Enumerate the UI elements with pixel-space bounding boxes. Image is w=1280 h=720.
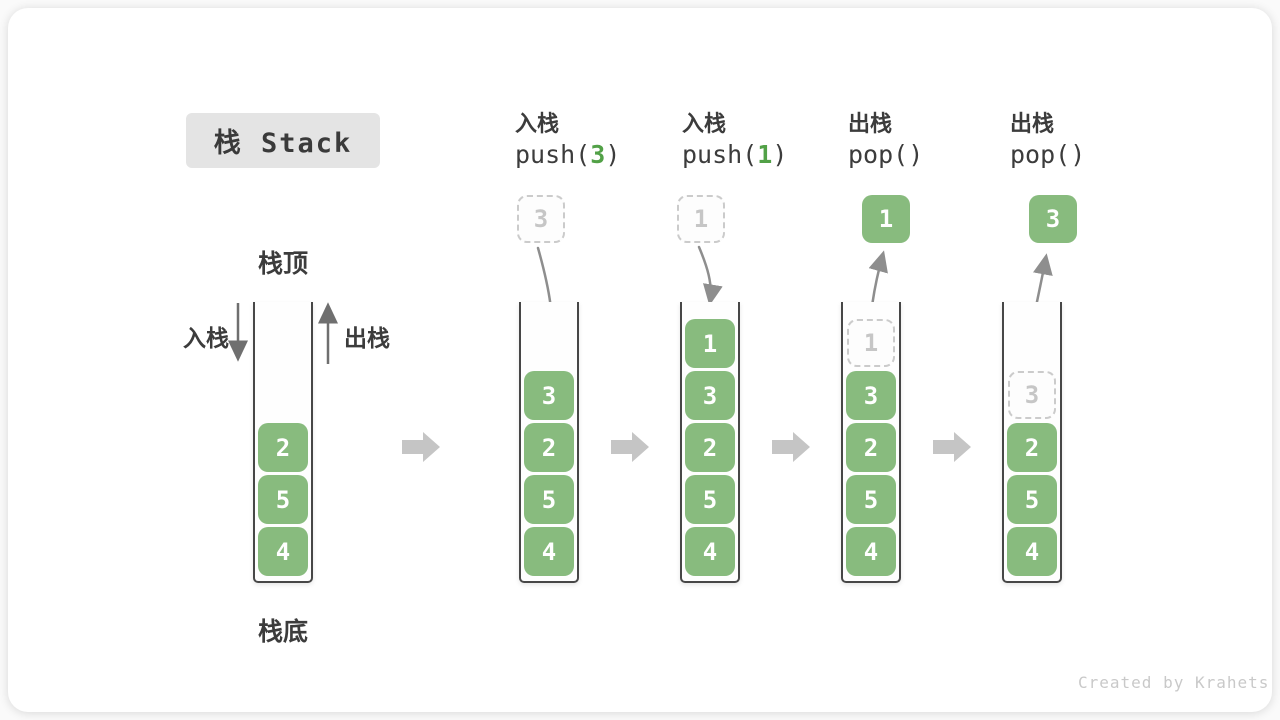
op-code-part: push( [682, 140, 758, 169]
stack-cell-push-3-3: 3 [524, 371, 574, 420]
op-code-part: ) [772, 140, 788, 169]
op-code-part: ) [1070, 140, 1086, 169]
stack-cell-push-1-4: 4 [685, 527, 735, 576]
stack-cell-pop-3-4: 4 [1007, 527, 1057, 576]
op-code-pop-1: pop() [848, 140, 923, 169]
stack-cell-pop-1-1: 1 [847, 319, 895, 367]
stack-cell-pop-1-2: 2 [846, 423, 896, 472]
push-motion-arrow [697, 245, 723, 306]
floating-value-pop-1: 1 [862, 195, 910, 243]
next-step-arrow [611, 432, 649, 462]
stack-cell-push-1-2: 2 [685, 423, 735, 472]
watermark: Created by Krahets [1078, 673, 1270, 692]
stack-cell-initial-stack-4: 4 [258, 527, 308, 576]
stack-cell-push-1-1: 1 [685, 319, 735, 368]
floating-value-push-3: 3 [517, 195, 565, 243]
op-code-part: ) [605, 140, 621, 169]
stack-cell-push-3-4: 4 [524, 527, 574, 576]
stack-cell-push-3-5: 5 [524, 475, 574, 524]
stack-cell-push-1-3: 3 [685, 371, 735, 420]
op-code-part: push( [515, 140, 591, 169]
op-code-push-3: push(3) [515, 140, 620, 169]
stack-cell-initial-stack-5: 5 [258, 475, 308, 524]
op-label-pop-1: 出栈 [848, 112, 893, 137]
floating-value-pop-3: 3 [1029, 195, 1077, 243]
op-code-part: ) [908, 140, 924, 169]
stack-cell-push-1-5: 5 [685, 475, 735, 524]
op-code-part: pop( [848, 140, 909, 169]
op-label-pop-3: 出栈 [1010, 112, 1055, 137]
stack-cell-push-3-2: 2 [524, 423, 574, 472]
stack-cell-pop-3-2: 2 [1007, 423, 1057, 472]
op-code-pop-3: pop() [1010, 140, 1085, 169]
next-step-arrow [933, 432, 971, 462]
floating-value-push-1: 1 [677, 195, 725, 243]
next-step-arrow [772, 432, 810, 462]
op-code-push-1: push(1) [682, 140, 787, 169]
stack-bottom-label: 栈底 [258, 617, 309, 646]
stack-top-label: 栈顶 [258, 249, 309, 278]
op-label-push-3: 入栈 [515, 112, 560, 137]
page-title: 栈 Stack [186, 113, 380, 168]
stack-cell-pop-1-4: 4 [846, 527, 896, 576]
stack-cell-pop-3-3: 3 [1008, 371, 1056, 419]
push-side-label: 入栈 [183, 326, 229, 352]
op-label-push-1: 入栈 [682, 112, 727, 137]
next-step-arrow [402, 432, 440, 462]
stack-cell-pop-1-5: 5 [846, 475, 896, 524]
op-code-part: 1 [757, 140, 773, 169]
stack-cell-pop-1-3: 3 [846, 371, 896, 420]
pop-side-label: 出栈 [344, 326, 390, 352]
op-code-part: pop( [1010, 140, 1071, 169]
stack-cell-pop-3-5: 5 [1007, 475, 1057, 524]
stack-cell-initial-stack-2: 2 [258, 423, 308, 472]
op-code-part: 3 [590, 140, 606, 169]
